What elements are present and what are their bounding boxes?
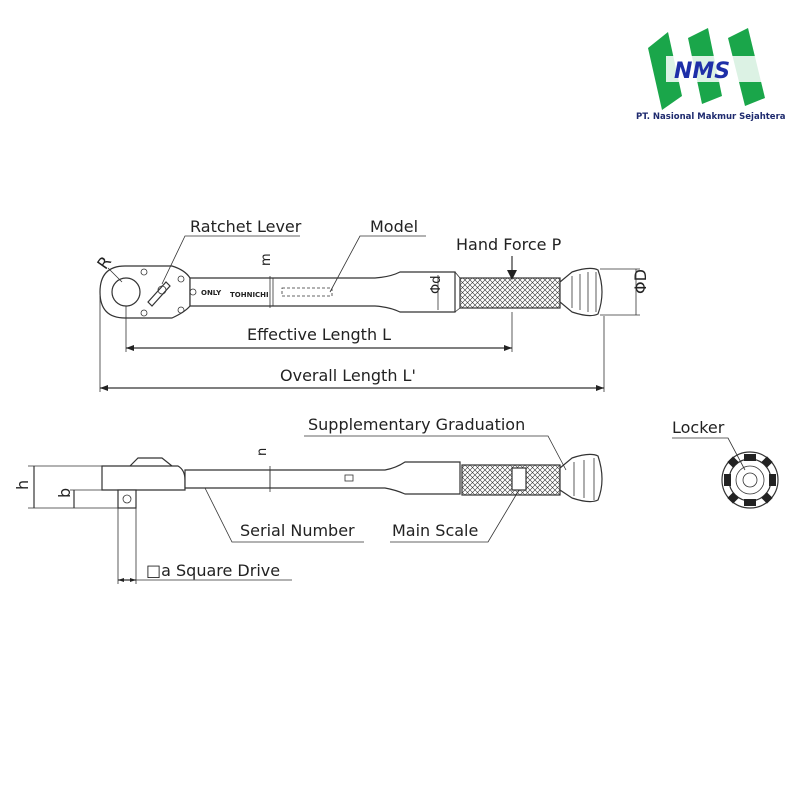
- top-view-wrench: ONLY TOHNICHI: [99, 265, 603, 319]
- label-m: m: [259, 253, 274, 266]
- logo-text: NMS: [674, 59, 730, 84]
- label-main-scale: Main Scale: [392, 521, 478, 540]
- label-b: b: [55, 488, 74, 498]
- locker-end-view: [721, 451, 779, 509]
- label-square-drive: □a Square Drive: [146, 561, 280, 580]
- label-model: Model: [370, 217, 418, 236]
- side-view-wrench: [101, 453, 603, 509]
- label-h: h: [13, 480, 32, 490]
- label-phi-big-d: ΦD: [631, 269, 650, 294]
- nms-logo: NMS: [648, 28, 765, 110]
- brand-only: ONLY: [201, 289, 222, 297]
- label-hand-force: Hand Force P: [456, 235, 562, 254]
- company-name: PT. Nasional Makmur Sejahtera: [636, 112, 786, 122]
- brand-name: TOHNICHI: [230, 291, 269, 299]
- label-ratchet-lever: Ratchet Lever: [190, 217, 302, 236]
- label-phi-d: Φd: [429, 276, 444, 294]
- label-overall-length: Overall Length L': [280, 366, 416, 385]
- label-n: n: [255, 448, 270, 456]
- label-locker: Locker: [672, 418, 725, 437]
- label-effective-length: Effective Length L: [247, 325, 391, 344]
- label-supplementary-graduation: Supplementary Graduation: [308, 415, 525, 434]
- label-serial-number: Serial Number: [240, 521, 355, 540]
